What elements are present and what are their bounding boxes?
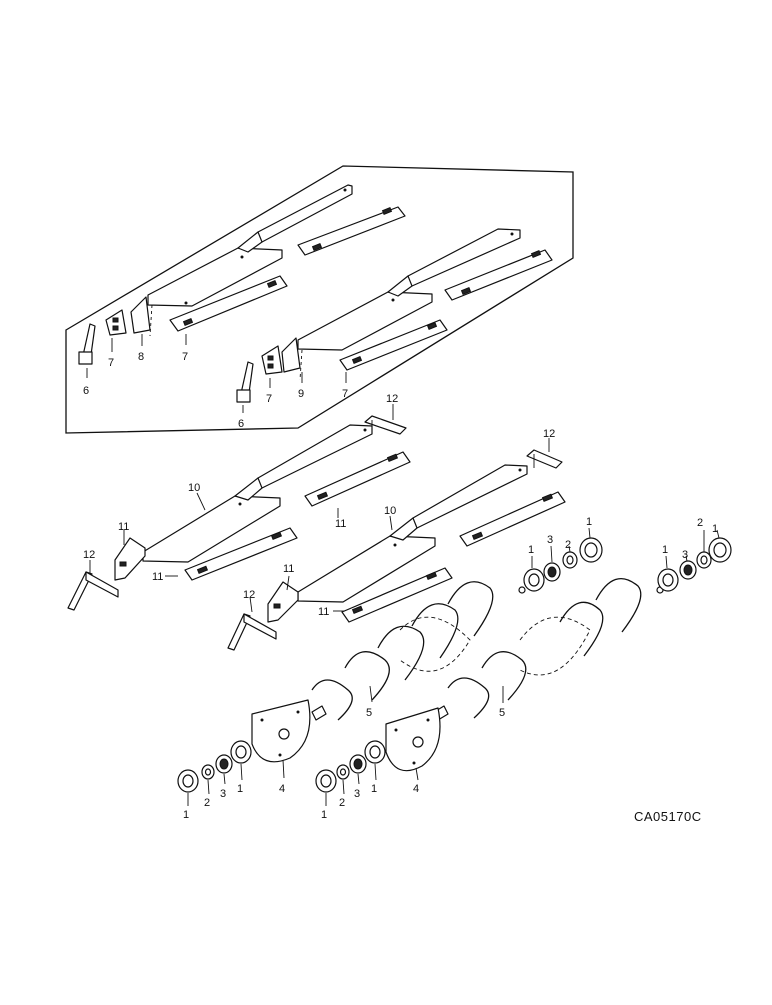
upper-left-bearing-set [523,537,603,592]
callout-4: 4 [279,783,285,795]
callout-1: 1 [586,516,592,528]
inset-left-trough-assembly [78,184,406,365]
lower-left-bearing-set [177,740,252,793]
callout-12: 12 [543,428,555,440]
callout-11: 11 [318,606,329,618]
callout-7: 7 [342,388,348,400]
callout-8: 8 [138,351,144,363]
callout-1: 1 [662,544,668,556]
callout-10: 10 [384,505,396,517]
callout-1: 1 [237,783,243,795]
callout-5: 5 [366,707,372,719]
callout-7: 7 [266,393,272,405]
callout-3: 3 [547,534,553,546]
callout-1: 1 [528,544,534,556]
callout-3: 3 [354,788,360,800]
callout-4: 4 [413,783,419,795]
left-trough-assembly [67,415,411,611]
callout-7: 7 [108,357,114,369]
lower-right-bearing-set [315,740,386,793]
right-trough-assembly [227,449,566,651]
callout-3: 3 [682,549,688,561]
callout-10: 10 [188,482,200,494]
left-auger [311,581,526,721]
callout-12: 12 [83,549,95,561]
callout-5: 5 [499,707,505,719]
callout-9: 9 [298,388,304,400]
callout-1: 1 [183,809,189,821]
callout-2: 2 [565,539,571,551]
callout-1: 1 [321,809,327,821]
inset-right-trough-assembly [236,228,553,403]
callout-6: 6 [238,418,244,430]
callout-11: 11 [335,518,346,530]
callout-1: 1 [712,523,718,535]
callout-12: 12 [243,589,255,601]
left-end-plate [251,699,311,763]
drawing-reference-code: CA05170C [634,809,702,824]
callout-11: 11 [283,563,294,575]
inset-panel: 6 7 8 7 6 7 9 7 [65,165,574,434]
callout-3: 3 [220,788,226,800]
callout-12: 12 [386,393,398,405]
right-auger [433,577,664,721]
callout-7: 7 [182,351,188,363]
callout-11: 11 [118,521,129,533]
callout-6: 6 [83,385,89,397]
callout-2: 2 [339,797,345,809]
callout-1: 1 [371,783,377,795]
callout-11: 11 [152,571,163,583]
upper-right-bearing-set [657,537,732,592]
callout-2: 2 [204,797,210,809]
right-end-plate [385,707,441,772]
callout-2: 2 [697,517,703,529]
